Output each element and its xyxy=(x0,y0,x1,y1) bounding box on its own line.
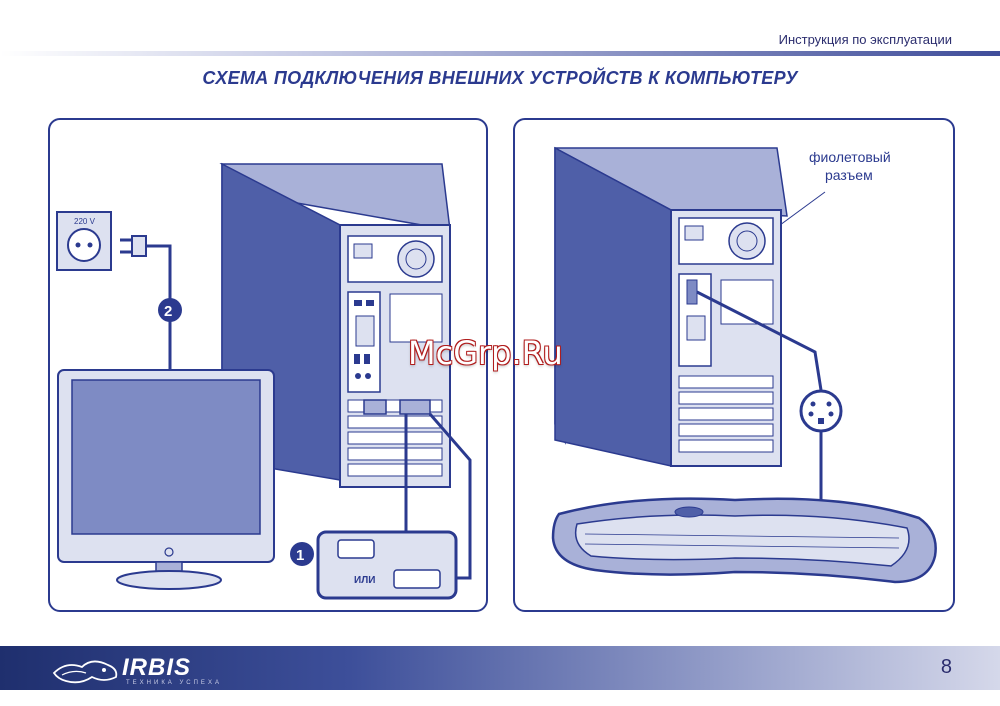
manual-title: Инструкция по эксплуатации xyxy=(778,32,952,47)
leopard-logo-icon xyxy=(52,660,118,684)
computer-tower-right xyxy=(554,146,788,467)
or-label: ИЛИ xyxy=(354,575,375,586)
keyboard-diagram: фиолетовый разъем xyxy=(513,118,955,612)
step-1-number: 1 xyxy=(296,547,304,564)
socket-voltage-label: 220 V xyxy=(74,217,96,226)
monitor-power-diagram: 220 V 2 xyxy=(48,118,488,612)
step-1-badge: 1 xyxy=(290,542,314,566)
monitor-connection-illustration: 220 V 2 xyxy=(56,162,472,600)
keyboard-connection-illustration: фиолетовый разъем xyxy=(551,146,937,584)
footer-bar xyxy=(0,646,1000,690)
brand-tagline: ТЕХНИКА УСПЕХА xyxy=(126,680,222,686)
monitor-icon xyxy=(57,369,275,590)
watermark: McGrp.Ru xyxy=(408,334,563,372)
page-number: 8 xyxy=(940,656,952,678)
video-connector-box: ИЛИ xyxy=(316,530,458,600)
header-divider xyxy=(0,51,1000,56)
wall-socket-icon: 220 V xyxy=(56,211,112,271)
ps2-connector-icon xyxy=(799,389,843,433)
page-title: СХЕМА ПОДКЛЮЧЕНИЯ ВНЕШНИХ УСТРОЙСТВ К КО… xyxy=(202,68,798,88)
callout-line-2: разъем xyxy=(825,167,873,183)
power-plug-icon xyxy=(120,235,172,370)
brand-name: IRBIS xyxy=(122,654,192,681)
irbis-logo: IRBIS ТЕХНИКА УСПЕХА xyxy=(52,653,222,687)
step-2-number: 2 xyxy=(164,303,172,320)
step-2-badge: 2 xyxy=(158,298,182,322)
keyboard-icon xyxy=(551,497,937,584)
callout-line-1: фиолетовый xyxy=(809,149,891,165)
